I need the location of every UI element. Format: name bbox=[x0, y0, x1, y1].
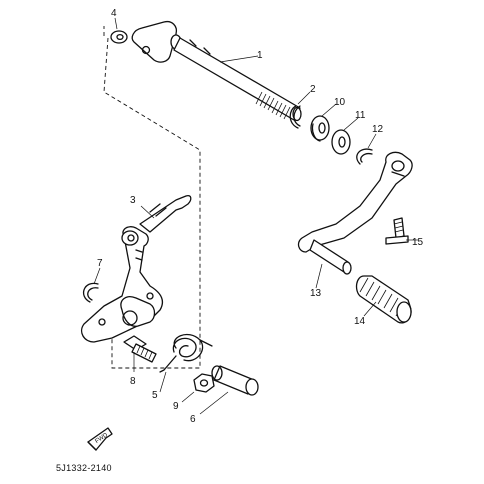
callout-15: 15 bbox=[412, 237, 424, 248]
callout-13: 13 bbox=[310, 288, 322, 299]
callout-6: 6 bbox=[190, 414, 196, 425]
callout-labels: 4 1 2 10 11 12 3 7 15 13 14 8 5 9 6 bbox=[97, 8, 424, 425]
part-2-circlip bbox=[289, 91, 311, 129]
diagram-code: 5J1332-2140 bbox=[56, 463, 112, 473]
callout-7: 7 bbox=[97, 258, 103, 269]
part-10-washer bbox=[310, 103, 337, 142]
part-6-collar bbox=[199, 365, 259, 415]
callout-11: 11 bbox=[355, 110, 366, 121]
part-13-shift-pedal bbox=[297, 151, 413, 289]
part-1-shift-shaft bbox=[131, 20, 302, 122]
callout-10: 10 bbox=[334, 97, 346, 108]
callout-1: 1 bbox=[257, 50, 263, 61]
callout-14: 14 bbox=[354, 316, 366, 327]
callout-9: 9 bbox=[173, 401, 179, 412]
callout-3: 3 bbox=[130, 195, 136, 206]
callout-12: 12 bbox=[372, 124, 384, 135]
part-3-shift-arm bbox=[139, 194, 192, 233]
part-5-spring bbox=[159, 333, 213, 393]
part-9-nut bbox=[181, 373, 215, 403]
callout-8: 8 bbox=[130, 376, 136, 387]
part-15-bolt bbox=[385, 217, 418, 245]
dashed-guide-lines bbox=[103, 26, 201, 369]
part-8-bolt bbox=[123, 335, 157, 372]
part-4-washer bbox=[110, 17, 128, 44]
callout-4: 4 bbox=[111, 8, 117, 19]
part-14-foot-rubber bbox=[355, 275, 412, 324]
part-11-washer bbox=[331, 117, 359, 155]
callout-5: 5 bbox=[152, 390, 158, 401]
callout-2: 2 bbox=[310, 84, 316, 95]
shift-lever-plate bbox=[80, 226, 164, 343]
fwd-arrow-icon: FWD bbox=[87, 427, 113, 451]
part-7-circlip bbox=[82, 267, 101, 303]
part-12-circlip bbox=[356, 133, 377, 165]
